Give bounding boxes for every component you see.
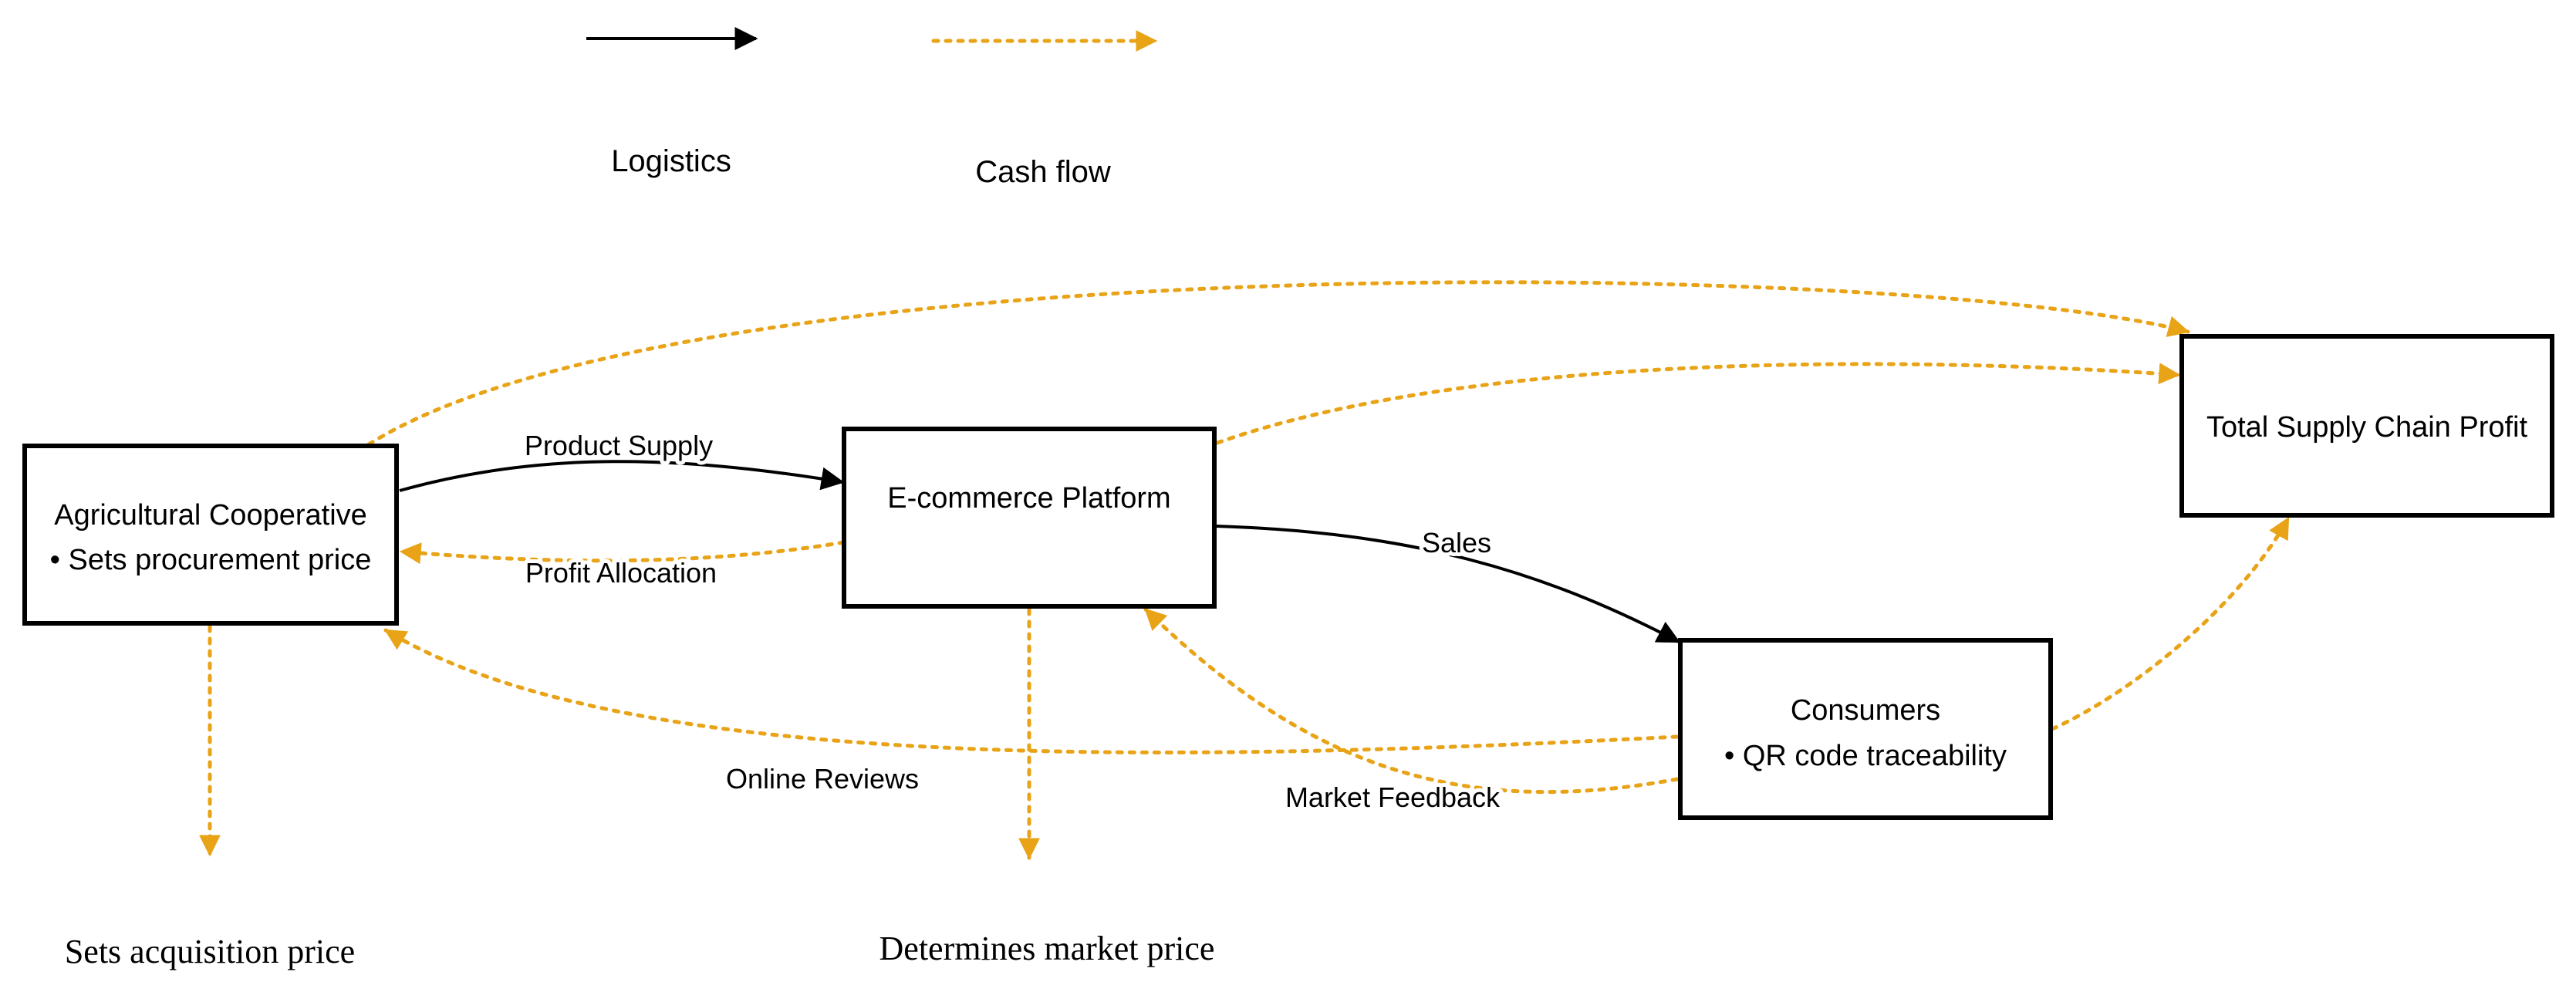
label-online-reviews: Online Reviews [726,763,919,795]
outcome-labels: Sets acquisition price Determines market… [65,930,1215,970]
node-consumers-detail: • QR code traceability [1724,740,2007,772]
cash-flow-platform-to-profit [1215,362,2181,445]
cash-flow-online-reviews [383,628,1680,754]
node-cooperative-detail: • Sets procurement price [50,544,372,576]
node-cooperative-title: Agricultural Cooperative [54,499,367,532]
logistics-edges [399,460,1681,643]
node-profit-title: Total Supply Chain Profit [2206,411,2528,444]
legend-logistics-label: Logistics [611,144,731,178]
cash-flow-edges [199,280,2291,860]
legend-cash-flow-label: Cash flow [975,155,1111,189]
node-platform-title: E-commerce Platform [887,482,1170,515]
logistics-product-supply [399,460,845,492]
legend: Logistics Cash flow [586,27,1158,189]
label-sales: Sales [1422,527,1491,559]
cash-flow-profit-allocation [399,540,846,565]
outcome-acquisition-price: Sets acquisition price [65,933,355,970]
outcome-market-price: Determines market price [879,930,1215,967]
cash-flow-cooperative-to-profit-top [366,280,2190,447]
node-total-supply-chain-profit: Total Supply Chain Profit [2179,334,2554,518]
node-consumers: Consumers • QR code traceability [1678,638,2053,820]
label-profit-allocation: Profit Allocation [525,557,717,589]
node-ecommerce-platform: E-commerce Platform [842,427,1217,609]
edge-labels: Product Supply Profit Allocation Sales O… [521,426,1504,817]
cash-flow-consumers-to-profit [2050,516,2291,731]
label-product-supply: Product Supply [525,430,713,461]
node-agricultural-cooperative: Agricultural Cooperative • Sets procurem… [22,444,399,626]
cash-flow-market-feedback [1143,607,1680,795]
logistics-sales [1215,525,1681,643]
node-consumers-title: Consumers [1791,694,1940,727]
label-market-feedback: Market Feedback [1285,781,1501,813]
